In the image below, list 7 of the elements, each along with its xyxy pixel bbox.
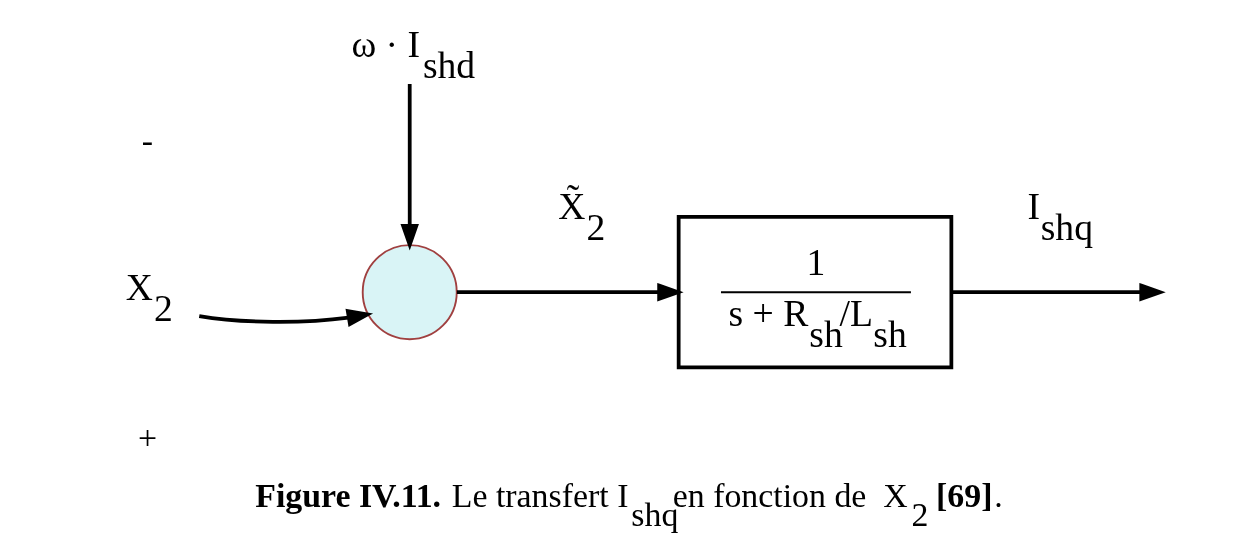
arrow [198,308,374,327]
arrow [456,282,684,302]
node-circle [361,244,458,341]
label: - [141,121,153,159]
arrow [951,282,1166,302]
arrow [400,83,419,251]
label: + [137,419,158,457]
